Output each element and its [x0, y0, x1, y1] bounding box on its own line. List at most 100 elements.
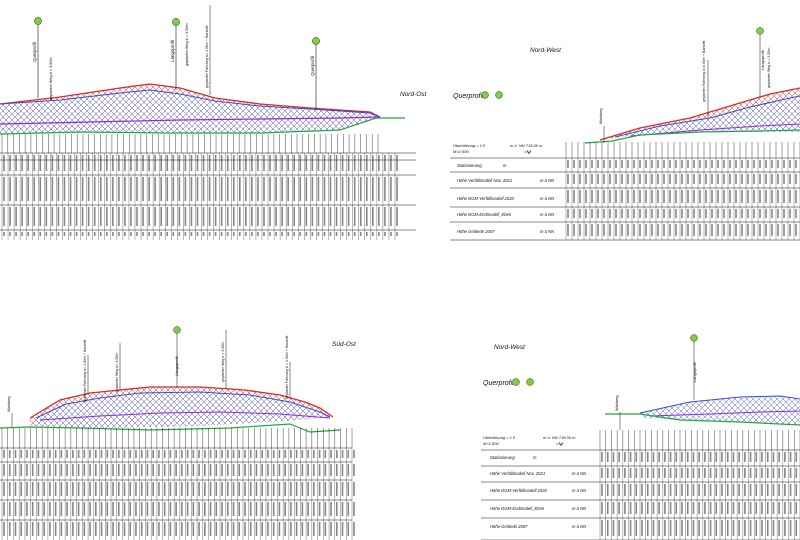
table-cell-value [347, 450, 350, 458]
table-cell-value [269, 155, 271, 171]
table-cell-value [726, 452, 729, 462]
table-cell-value [204, 464, 206, 476]
table-cell-value [3, 155, 5, 171]
table-cell-value [124, 177, 126, 201]
table-cell-value [249, 464, 252, 476]
profile-marker-icon [690, 334, 698, 342]
table-cell-value [330, 450, 332, 458]
table-cell-value [221, 464, 223, 476]
table-cell-value [651, 209, 653, 218]
table-cell-value [305, 232, 308, 236]
table-cell-value [567, 190, 569, 203]
table-cell-value [226, 177, 229, 201]
table-cell-value [669, 224, 671, 236]
table-cell-value [93, 177, 96, 201]
table-cell-value [657, 190, 659, 203]
table-cell-value [146, 482, 149, 496]
table-cell-value [664, 452, 666, 462]
table-cell-value [198, 464, 200, 476]
table-cell-value [686, 468, 689, 478]
table-cell-value [238, 502, 241, 516]
table-cell-value [221, 522, 223, 536]
table-cell-value [69, 155, 72, 171]
table-cell-value [347, 232, 350, 236]
table-cell-value [221, 502, 223, 516]
table-cell-value [14, 482, 17, 496]
table-cell-value [624, 468, 626, 478]
table-cell-value [27, 232, 29, 236]
table-cell-value [272, 482, 275, 496]
table-cell-value [118, 155, 120, 171]
table-cell-value [317, 232, 320, 236]
table-cell-value [284, 522, 286, 536]
table-cell-value [621, 160, 623, 168]
table-cell-value [721, 484, 723, 496]
table-cell-value [215, 450, 218, 458]
table-cell-value [239, 155, 241, 171]
table-cell-value [95, 464, 97, 476]
table-cell-value [777, 209, 779, 218]
table-cell-value [353, 482, 355, 496]
table-cell-value [14, 450, 17, 458]
row-label: Stationierung [457, 163, 482, 168]
table-cell-value [129, 482, 132, 496]
table-cell-value [778, 484, 780, 496]
table-cell-value [573, 190, 575, 203]
table-cell-value [158, 522, 160, 536]
table-cell-value [669, 160, 671, 168]
table-cell-value [330, 464, 332, 476]
table-cell-value [290, 464, 292, 476]
table-cell-value [261, 522, 263, 536]
table-cell-value [39, 207, 42, 226]
table-cell-value [795, 174, 797, 184]
terrain-line-green [0, 117, 405, 135]
table-cell-value [209, 464, 212, 476]
table-cell-value [766, 452, 769, 462]
table-cell-value [226, 207, 229, 226]
table-cell-value [615, 174, 617, 184]
table-cell-value [783, 209, 785, 218]
table-cell-value [89, 522, 91, 536]
terrain-line-purple [0, 116, 381, 125]
table-cell-value [635, 520, 638, 536]
table-cell-value [729, 174, 731, 184]
table-cell-value [753, 224, 755, 236]
table-cell-value [117, 502, 120, 516]
table-cell-value [130, 232, 132, 236]
table-cell-value [267, 502, 269, 516]
table-cell-value [759, 190, 761, 203]
table-cell-value [81, 177, 84, 201]
table-cell-value [573, 174, 575, 184]
table-cell-value [795, 209, 797, 218]
table-cell-value [142, 155, 144, 171]
table-cell-value [146, 502, 149, 516]
table-cell-value [275, 232, 277, 236]
table-cell-value [251, 207, 253, 226]
table-cell-value [123, 502, 126, 516]
table-cell-value [597, 190, 599, 203]
table-cell-value [761, 502, 763, 514]
table-cell-value [347, 522, 350, 536]
table-cell-value [15, 207, 17, 226]
table-cell-value [747, 224, 749, 236]
table-cell-value [31, 502, 34, 516]
table-cell-value [766, 484, 769, 496]
table-cell-value [208, 177, 211, 201]
table-cell-value [591, 160, 593, 168]
table-cell-value [9, 232, 11, 236]
table-cell-value [112, 522, 114, 536]
row-unit: m [533, 455, 537, 460]
table-cell-value [687, 224, 689, 236]
table-cell-value [54, 464, 57, 476]
table-cell-value [220, 155, 223, 171]
table-cell-value [261, 502, 263, 516]
table-cell-value [324, 464, 327, 476]
table-cell-value [738, 520, 740, 536]
table-cell-value [54, 502, 57, 516]
table-cell-value [196, 207, 199, 226]
path-label: Waldweg [7, 397, 11, 412]
table-cell-value [741, 209, 743, 218]
table-cell-value [771, 190, 773, 203]
table-cell-value [778, 468, 780, 478]
table-cell-value [324, 502, 327, 516]
